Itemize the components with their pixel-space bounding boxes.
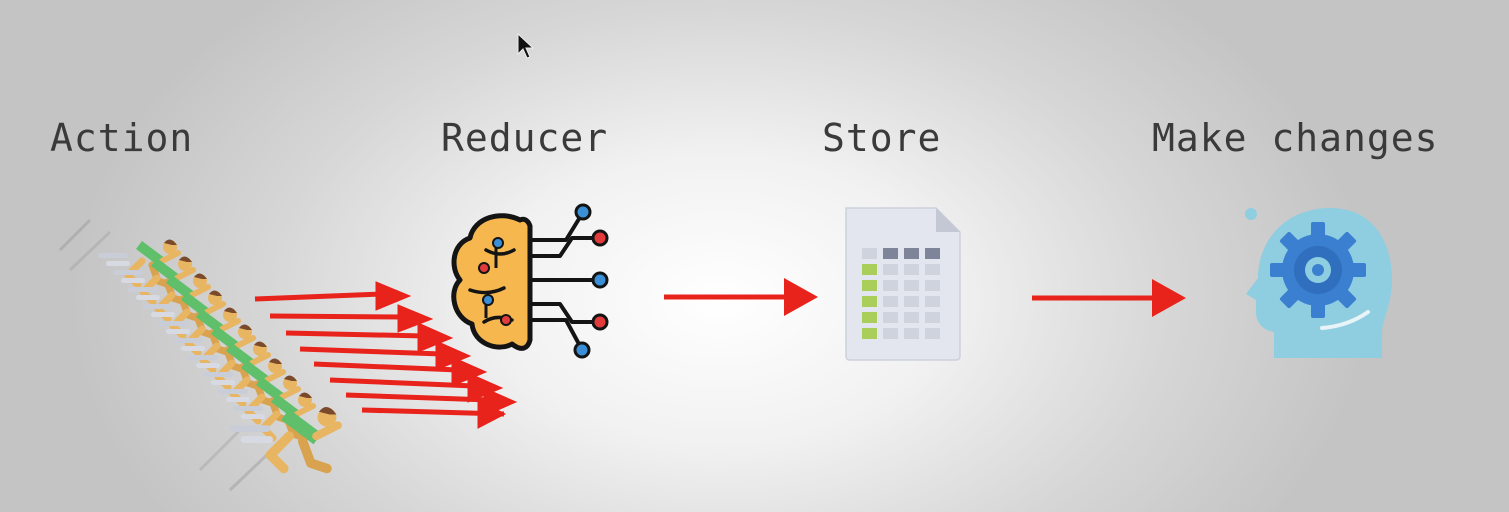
spreadsheet-cell: [925, 328, 940, 339]
spreadsheet-cell: [883, 280, 898, 291]
spreadsheet-cell: [862, 312, 877, 323]
reducer-to-store-arrow: [664, 278, 818, 316]
spreadsheet-cell: [883, 264, 898, 275]
store-to-changes-arrow: [1032, 279, 1186, 317]
spreadsheet-cell: [862, 280, 877, 291]
stage-label-reducer: Reducer: [441, 116, 609, 160]
spreadsheet-cell: [925, 248, 940, 259]
spreadsheet-cell: [883, 296, 898, 307]
spreadsheet-cell: [862, 248, 877, 259]
spreadsheet-cell: [925, 296, 940, 307]
spreadsheet-cell: [883, 312, 898, 323]
brain-circuit-icon: [451, 203, 609, 359]
spreadsheet-cell: [904, 280, 919, 291]
spreadsheet-cell: [925, 280, 940, 291]
spreadsheet-document-icon: [845, 207, 961, 361]
spreadsheet-cell: [862, 328, 877, 339]
spreadsheet-cell: [925, 312, 940, 323]
spreadsheet-cell: [925, 264, 940, 275]
stage-label-action: Action: [50, 116, 194, 160]
mouse-pointer-icon: [517, 33, 535, 59]
spreadsheet-cell: [883, 328, 898, 339]
spreadsheet-cell: [904, 264, 919, 275]
action-to-reducer-arrows: [254, 281, 518, 429]
spreadsheet-cell: [904, 328, 919, 339]
spreadsheet-cell: [883, 248, 898, 259]
stage-label-store: Store: [822, 116, 942, 160]
stage-label-make-changes: Make changes: [1152, 116, 1439, 160]
spreadsheet-cell: [862, 264, 877, 275]
spreadsheet-cell: [862, 296, 877, 307]
running-crowd-icon: [58, 218, 338, 492]
spreadsheet-cell: [904, 296, 919, 307]
spreadsheet-cell: [904, 312, 919, 323]
head-gear-icon: [1245, 208, 1392, 358]
spreadsheet-cell: [904, 248, 919, 259]
